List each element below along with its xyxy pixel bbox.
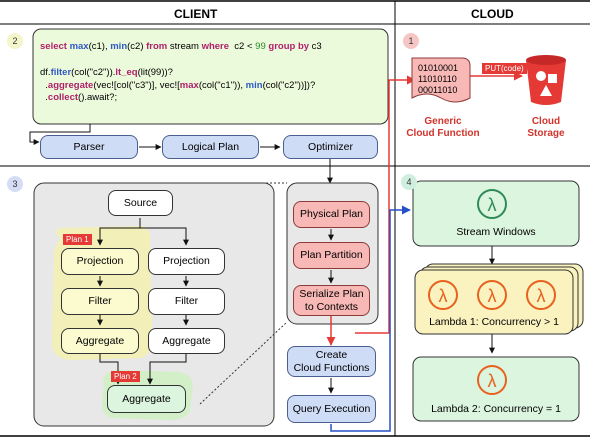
- step-3-badge: 3: [7, 176, 23, 192]
- aggregate-node-1: Aggregate: [61, 328, 139, 354]
- final-aggregate-node: Aggregate: [107, 385, 186, 413]
- svg-text:λ: λ: [537, 286, 546, 306]
- code-document-icon: [411, 57, 471, 103]
- lambda2-box: [412, 356, 580, 422]
- code-box: [32, 28, 389, 125]
- source-node: Source: [108, 190, 173, 216]
- cloud-storage-icon: [526, 55, 566, 105]
- lambda2-icon: λ: [477, 365, 507, 395]
- projection-node-2: Projection: [148, 248, 225, 275]
- lambda-icon-a: λ: [428, 280, 458, 310]
- plan-1-tag: Plan 1: [63, 234, 92, 245]
- dataframe-code: df.filter(col("c2")).lt_eq(lit(99))? .ag…: [40, 67, 316, 103]
- plan-2-tag: Plan 2: [111, 371, 140, 382]
- aggregate-node-2: Aggregate: [148, 328, 225, 354]
- lambda-icon-b: λ: [477, 280, 507, 310]
- optimizer-box: Optimizer: [283, 135, 378, 159]
- stream-windows-label: Stream Windows: [456, 225, 536, 238]
- svg-text:λ: λ: [488, 286, 497, 306]
- put-code-label: PUT(code): [482, 63, 527, 74]
- svg-text:λ: λ: [439, 286, 448, 306]
- stream-lambda-icon: λ: [477, 189, 507, 219]
- physical-plan-box: Physical Plan: [293, 201, 370, 228]
- filter-node-1: Filter: [61, 288, 139, 315]
- lambda1-label: Lambda 1: Concurrency > 1: [429, 315, 559, 328]
- binary-code: 01010001 11010110 00011010: [418, 63, 459, 95]
- step-1-badge: 1: [403, 33, 419, 49]
- lambda2-label: Lambda 2: Concurrency = 1: [431, 402, 561, 415]
- svg-text:λ: λ: [488, 195, 497, 215]
- query-execution-box: Query Execution: [287, 395, 376, 423]
- filter-node-2: Filter: [148, 288, 225, 315]
- svg-text:λ: λ: [488, 371, 497, 391]
- step-4-badge: 4: [401, 174, 417, 190]
- cloud-header: CLOUD: [471, 7, 514, 21]
- stream-windows-box: [412, 180, 580, 247]
- logical-plan-box: Logical Plan: [162, 135, 259, 159]
- plan-partition-box: Plan Partition: [293, 242, 370, 269]
- parser-box: Parser: [40, 135, 138, 159]
- step-2-badge: 2: [7, 33, 23, 49]
- lambda-icon-c: λ: [526, 280, 556, 310]
- projection-node-1: Projection: [61, 248, 139, 275]
- client-header: CLIENT: [174, 7, 218, 21]
- sql-query: select max(c1), min(c2) from stream wher…: [40, 41, 322, 52]
